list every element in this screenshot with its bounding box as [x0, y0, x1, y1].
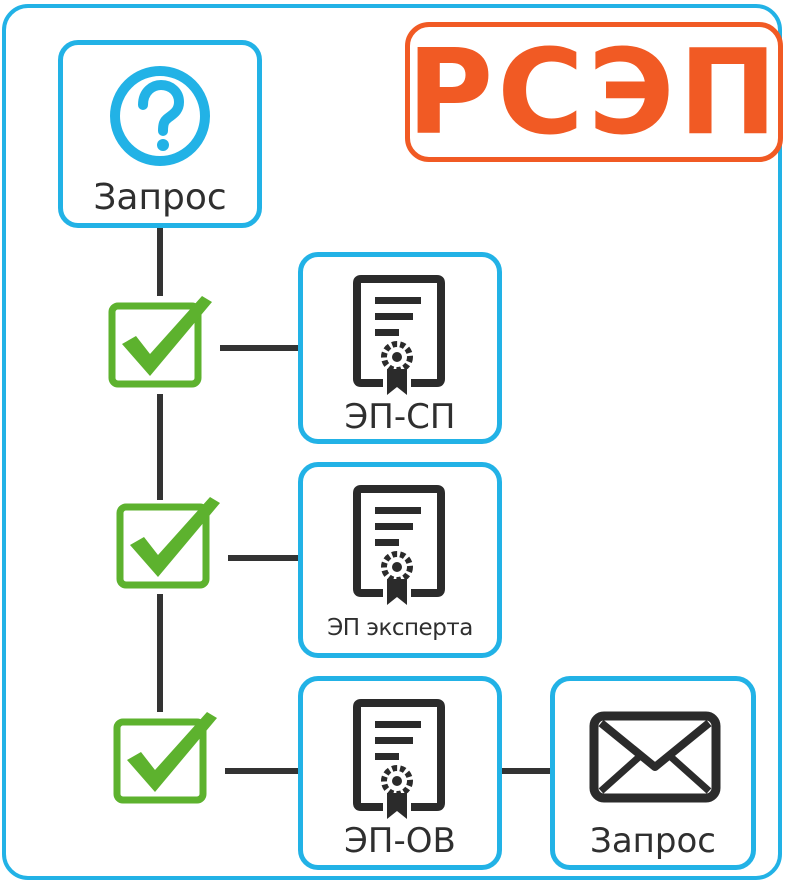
- request-start-node: Запрос: [58, 40, 262, 228]
- brand-text: РСЭП: [406, 23, 782, 161]
- checkmark-icon: [113, 712, 217, 804]
- ep-sp-label: ЭП-СП: [344, 397, 456, 437]
- brand-logo: РСЭП: [405, 22, 783, 162]
- ep-ov-label: ЭП-ОВ: [344, 821, 456, 861]
- checkmark-icon: [116, 497, 220, 589]
- request-end-node: Запрос: [550, 676, 756, 870]
- envelope-icon: [589, 711, 721, 803]
- ep-sp-node: ЭП-СП: [298, 252, 502, 444]
- checkmark-icon: [108, 296, 212, 388]
- certificate-icon: [353, 275, 445, 395]
- request-start-label: Запрос: [93, 177, 227, 218]
- question-icon: [110, 66, 210, 166]
- request-end-label: Запрос: [590, 821, 716, 861]
- certificate-icon: [353, 485, 445, 605]
- diagram-frame: [2, 4, 782, 880]
- certificate-icon: [353, 699, 445, 819]
- ep-expert-label: ЭП эксперта: [327, 615, 473, 641]
- ep-ov-node: ЭП-ОВ: [298, 676, 502, 870]
- ep-expert-node: ЭП эксперта: [298, 462, 502, 658]
